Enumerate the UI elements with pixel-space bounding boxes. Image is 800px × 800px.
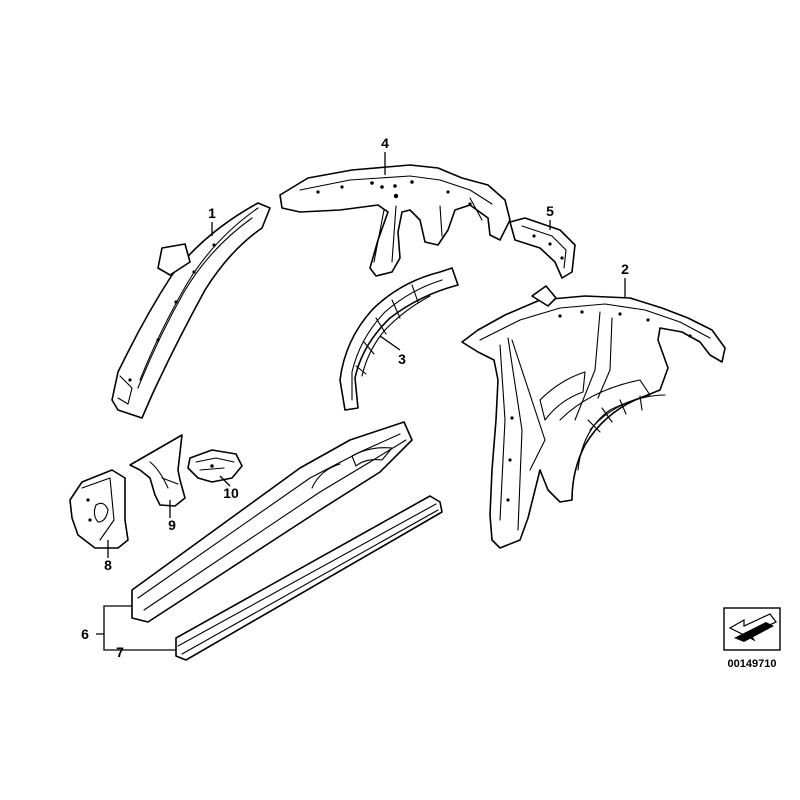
part-8-pillar-panel[interactable] bbox=[69, 469, 129, 549]
callout-10: 10 bbox=[223, 485, 239, 501]
callout-5: 5 bbox=[546, 203, 554, 219]
reference-box: 00149710 bbox=[723, 607, 781, 670]
callout-4: 4 bbox=[381, 135, 389, 151]
part-10-small-bracket[interactable] bbox=[187, 449, 243, 483]
callout-7: 7 bbox=[116, 644, 124, 660]
reference-number: 00149710 bbox=[728, 658, 777, 670]
part-4-roof-frame[interactable] bbox=[279, 164, 511, 277]
part-9-gusset[interactable] bbox=[129, 434, 186, 507]
part-2-side-frame[interactable] bbox=[461, 285, 726, 549]
callout-1: 1 bbox=[208, 205, 216, 221]
callout-2: 2 bbox=[621, 261, 629, 277]
direction-arrow-icon bbox=[728, 613, 777, 642]
callout-8: 8 bbox=[104, 557, 112, 573]
callout-3: 3 bbox=[398, 351, 406, 367]
part-7-sill-reinforcement[interactable] bbox=[175, 495, 443, 661]
part-1-a-pillar[interactable] bbox=[111, 202, 271, 419]
leader-lines bbox=[96, 152, 626, 651]
part-6-side-sill[interactable] bbox=[131, 421, 413, 623]
callout-labels: 1 2 3 4 5 6 7 8 9 10 bbox=[81, 135, 629, 660]
callout-6: 6 bbox=[81, 626, 89, 642]
part-3-wheel-arch[interactable] bbox=[339, 267, 459, 411]
part-5-bracket[interactable] bbox=[509, 217, 576, 279]
callout-9: 9 bbox=[168, 517, 176, 533]
